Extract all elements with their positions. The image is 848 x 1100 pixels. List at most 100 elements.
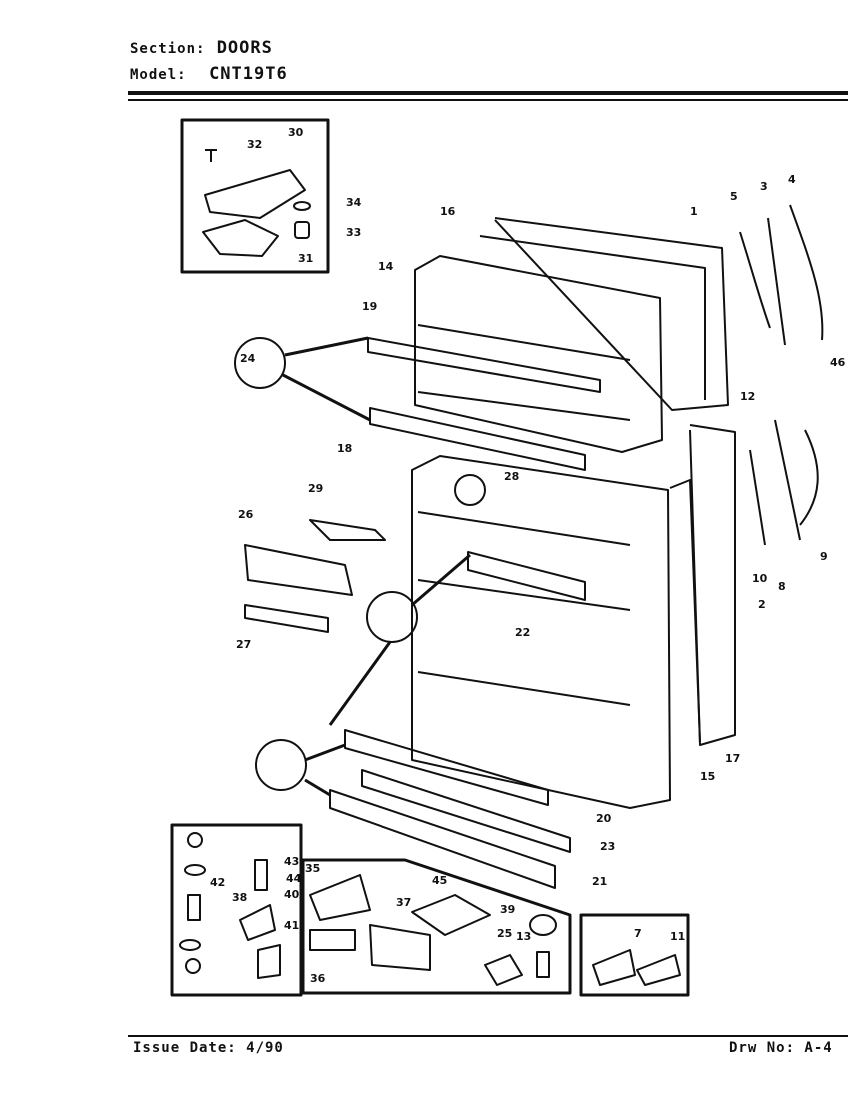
- bracket-35: [309, 874, 371, 921]
- part-label-36: 36: [310, 972, 326, 985]
- shelf-bar-23: [361, 769, 571, 853]
- stud-13: [536, 951, 550, 978]
- fresh-food-door-outer: [689, 424, 736, 746]
- handle-part-3: [767, 217, 786, 346]
- issue-date: Issue Date: 4/90: [133, 1040, 284, 1056]
- part-label-3: 3: [760, 180, 768, 193]
- detail-circle-28: [454, 474, 486, 506]
- part-label-39: 39: [500, 903, 515, 916]
- part-label-29: 29: [308, 482, 323, 495]
- part-label-17: 17: [725, 752, 740, 765]
- model-heading: Model: CNT19T6: [130, 64, 288, 84]
- plate-36: [309, 929, 356, 951]
- part-label-31: 31: [298, 252, 313, 265]
- freezer-liner-14: [414, 255, 663, 453]
- part-label-10: 10: [752, 572, 768, 585]
- part-label-15: 15: [700, 770, 715, 783]
- part-label-33: 33: [346, 226, 361, 239]
- footer-rule: [128, 1035, 848, 1037]
- part-label-8: 8: [778, 580, 786, 593]
- hinge-parts-box: [170, 823, 303, 997]
- handle-part-5: [739, 231, 771, 329]
- part-label-20: 20: [596, 812, 612, 825]
- screw-32-shape: [205, 149, 217, 162]
- part-label-45: 45: [432, 874, 447, 887]
- shelf-bar-21: [329, 789, 556, 889]
- detail-circle-24c: [255, 739, 307, 791]
- part-label-42: 42: [210, 876, 225, 889]
- header-rule-thin: [128, 99, 848, 101]
- hinge-plate-31: [202, 219, 279, 257]
- part-label-37: 37: [396, 896, 411, 909]
- bracket-45: [411, 894, 491, 936]
- part-label-43: 43: [284, 855, 299, 868]
- section-heading: Section: DOORS: [130, 38, 273, 58]
- detail-circle-24b: [366, 591, 418, 643]
- model-value: CNT19T6: [209, 64, 288, 84]
- hinge-25: [484, 954, 523, 986]
- part-label-14: 14: [378, 260, 394, 273]
- part-label-30: 30: [288, 126, 304, 139]
- butter-door-26: [244, 544, 353, 596]
- handle-lower-parts: [749, 419, 819, 546]
- part-label-13: 13: [516, 930, 531, 943]
- hinge-inset-box: [180, 118, 330, 274]
- part-label-46: 46: [830, 356, 846, 369]
- part-label-35: 35: [305, 862, 320, 875]
- hinge-40: [239, 904, 276, 941]
- detail-leader-lines: [282, 336, 471, 797]
- bracket-11: [636, 954, 681, 986]
- part-label-27: 27: [236, 638, 251, 651]
- shelf-bar-20: [344, 729, 549, 806]
- part-label-1: 1: [690, 205, 698, 218]
- part-label-24: 24: [240, 352, 256, 365]
- header-rule-thick: [128, 91, 848, 95]
- part-label-4: 4: [788, 173, 796, 186]
- detail-circle-24a: [234, 337, 286, 389]
- part-label-40: 40: [284, 888, 300, 901]
- part-label-41: 41: [284, 919, 299, 932]
- fresh-food-liner-shelves: [417, 511, 631, 706]
- hinge-41: [257, 944, 281, 979]
- part-label-12: 12: [740, 390, 755, 403]
- drawing-number: Drw No: A-4: [729, 1040, 833, 1056]
- part-label-32: 32: [247, 138, 262, 151]
- egg-tray-29: [309, 519, 386, 541]
- part-label-21: 21: [592, 875, 607, 888]
- part-label-44: 44: [286, 872, 302, 885]
- part-label-7: 7: [634, 927, 642, 940]
- part-label-19: 19: [362, 300, 377, 313]
- fresh-food-gasket-17: [669, 479, 701, 743]
- part-label-34: 34: [346, 196, 362, 209]
- part-label-25: 25: [497, 927, 512, 940]
- shelf-bar-19: [367, 337, 601, 393]
- bushing-33-bottom: [185, 958, 201, 974]
- handle-part-4: [789, 204, 824, 341]
- fresh-food-liner-15: [411, 455, 671, 809]
- part-label-18: 18: [337, 442, 352, 455]
- shelf-bar-22: [467, 551, 586, 601]
- washer-34: [293, 201, 311, 211]
- hinge-bracket-box: [301, 858, 572, 995]
- section-key: Section:: [130, 41, 206, 57]
- bushing-33-lower: [187, 832, 203, 848]
- part-label-23: 23: [600, 840, 615, 853]
- bracket-pair-box: [579, 913, 690, 997]
- hinge-stud-42: [254, 859, 268, 891]
- cap-39: [529, 914, 557, 936]
- freezer-gasket-16: [479, 235, 706, 400]
- bracket-37: [369, 924, 431, 971]
- part-label-9: 9: [820, 550, 828, 563]
- part-label-16: 16: [440, 205, 456, 218]
- hinge-plate-30: [204, 169, 306, 219]
- bracket-7: [592, 949, 636, 986]
- part-label-38: 38: [232, 891, 247, 904]
- part-number-labels: 1234589101214151617181920212223242526272…: [210, 126, 846, 985]
- freezer-door-outer: [494, 217, 729, 411]
- part-label-11: 11: [670, 930, 685, 943]
- washer-34-bottom: [179, 939, 201, 951]
- pin-38: [187, 894, 201, 921]
- part-label-2: 2: [758, 598, 766, 611]
- part-label-5: 5: [730, 190, 738, 203]
- washer-34-lower: [184, 864, 206, 876]
